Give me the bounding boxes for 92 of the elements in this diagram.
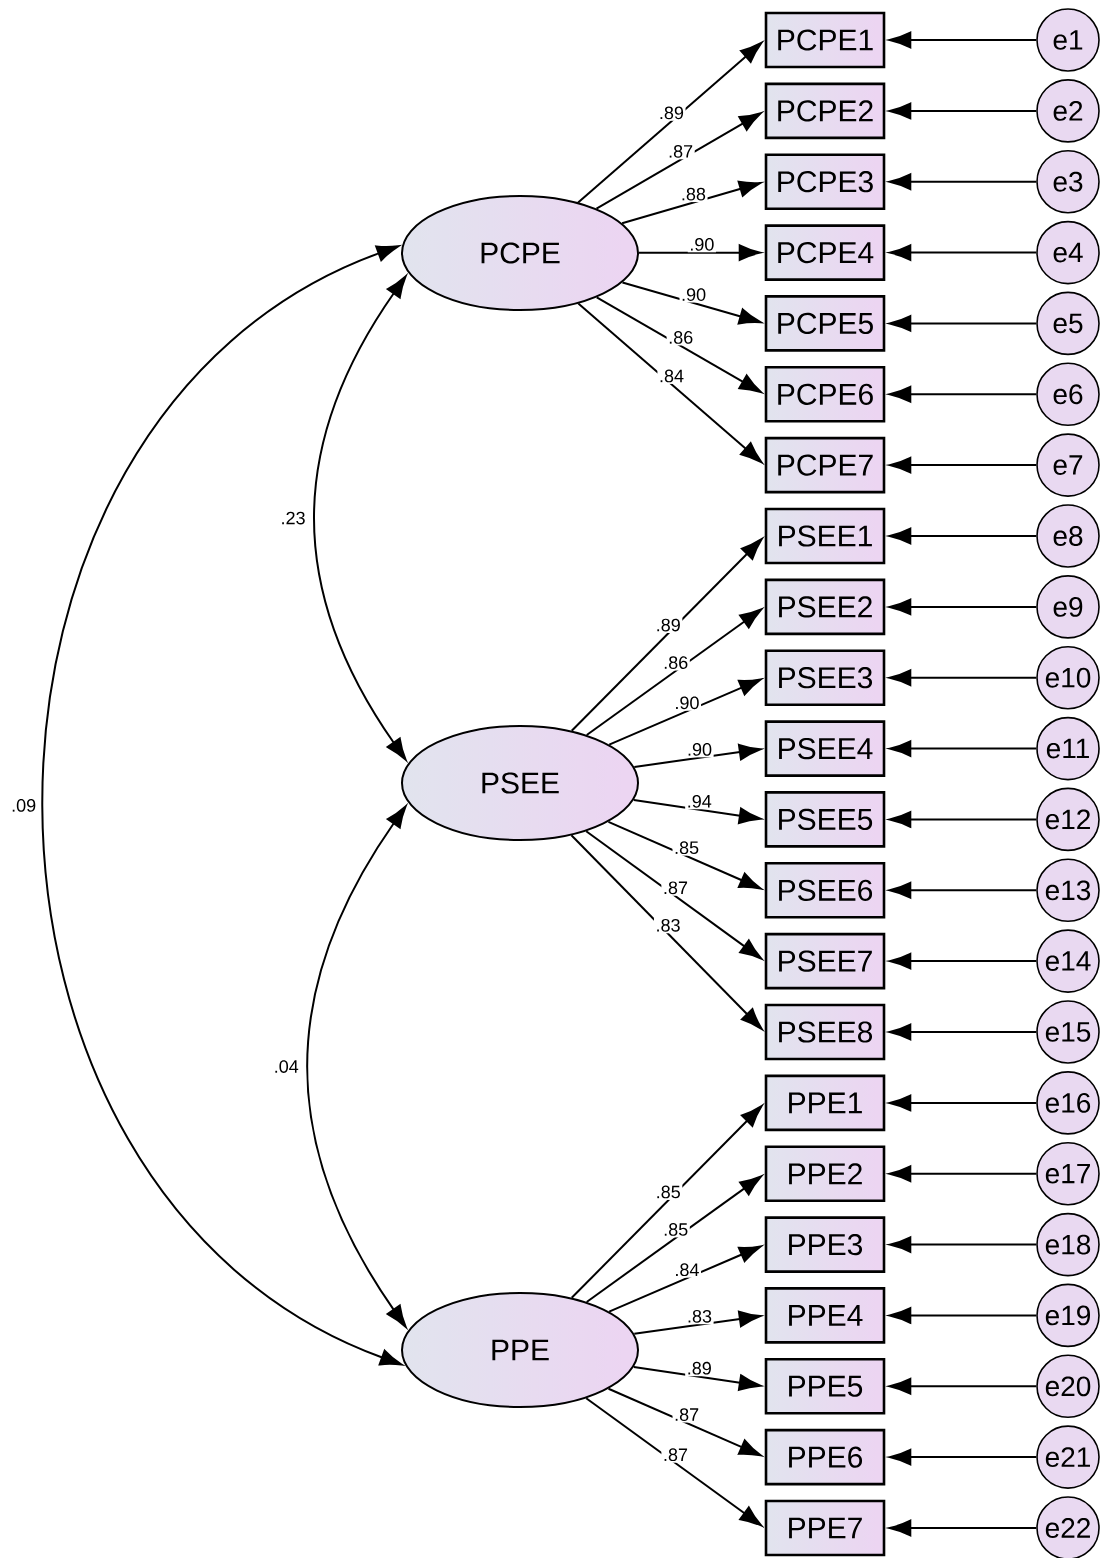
arrow <box>888 1236 1038 1253</box>
arrow <box>888 315 1038 332</box>
arrow <box>585 1397 763 1527</box>
indicator-box: PCPE4 <box>764 224 886 281</box>
arrow <box>888 598 1038 616</box>
edge-label: .87 <box>661 879 690 896</box>
edge-label: .89 <box>657 104 686 121</box>
arrow <box>888 1165 1038 1183</box>
edge-label: .90 <box>685 741 714 758</box>
edge-label: .87 <box>672 1406 701 1423</box>
indicator-box: PCPE1 <box>764 11 886 69</box>
edge-label: .89 <box>685 1360 714 1377</box>
edge-label: .87 <box>666 143 695 160</box>
arrow <box>888 244 1038 261</box>
indicator-box: PSEE2 <box>764 578 886 636</box>
edge-label: .86 <box>661 654 690 671</box>
arrow <box>632 1365 762 1391</box>
indicator-box: PCPE5 <box>764 295 886 352</box>
arrow <box>570 1105 763 1299</box>
arrow <box>585 1175 763 1303</box>
edge-label: .23 <box>278 510 308 526</box>
edge-label: .09 <box>9 797 38 814</box>
indicator-box: PCPE6 <box>764 366 886 423</box>
arrow <box>570 538 763 732</box>
arrow <box>632 798 762 824</box>
arrow <box>888 1519 1038 1537</box>
indicator-box: PSEE8 <box>764 1003 886 1061</box>
arrow <box>888 811 1038 828</box>
arrow <box>888 173 1038 191</box>
edge-label: .84 <box>672 1261 702 1278</box>
edge-label: .85 <box>654 1184 683 1200</box>
arrow <box>608 678 762 746</box>
arrow <box>585 608 763 736</box>
arrow <box>638 244 762 261</box>
arrow <box>888 31 1038 49</box>
arrow <box>607 820 762 890</box>
arrow <box>621 281 762 325</box>
edge-label: .89 <box>654 617 683 633</box>
edge-label: .84 <box>657 368 686 384</box>
indicator-box: PSEE4 <box>764 720 886 777</box>
arrow <box>888 527 1038 545</box>
arrow <box>577 41 763 204</box>
arrow <box>888 669 1038 687</box>
indicator-box: PCPE7 <box>764 436 886 494</box>
indicator-box: PSEE7 <box>764 932 886 990</box>
indicator-box: PSEE3 <box>764 649 886 706</box>
arrow <box>888 386 1038 403</box>
edge-label: .94 <box>685 793 714 810</box>
arrow <box>607 1387 762 1457</box>
edge-label: .88 <box>679 186 708 203</box>
arrow <box>888 456 1038 474</box>
edge-label: .90 <box>679 286 708 303</box>
indicator-box: PCPE3 <box>764 153 886 210</box>
edge-label: .86 <box>666 329 695 346</box>
edge-label: .87 <box>661 1446 690 1463</box>
arrow <box>570 834 763 1030</box>
arrow <box>888 1023 1038 1041</box>
arrow <box>41 245 403 1366</box>
indicator-box: PPE5 <box>764 1358 886 1415</box>
arrow <box>595 296 762 394</box>
edge-label: .04 <box>272 1058 301 1075</box>
indicator-box: PPE6 <box>764 1428 886 1486</box>
indicator-box: PPE3 <box>764 1216 886 1273</box>
indicator-box: PPE1 <box>764 1074 886 1132</box>
edge-label: .90 <box>672 694 702 711</box>
arrow <box>313 275 407 761</box>
arrow <box>633 743 762 768</box>
indicator-box: PPE7 <box>764 1499 886 1557</box>
arrow <box>888 952 1038 970</box>
arrow <box>608 1245 762 1313</box>
arrow <box>306 805 407 1328</box>
edge-label: .85 <box>661 1221 690 1238</box>
arrow <box>888 102 1038 120</box>
arrow <box>888 1307 1038 1324</box>
indicator-box: PSEE1 <box>764 507 886 565</box>
arrow <box>888 1448 1038 1466</box>
indicator-box: PCPE2 <box>764 82 886 140</box>
arrow <box>595 112 762 210</box>
arrow <box>585 830 763 960</box>
indicator-box: PPE4 <box>764 1287 886 1344</box>
edge-label: .85 <box>672 839 701 856</box>
arrow <box>888 1378 1038 1395</box>
arrow <box>888 1094 1038 1112</box>
arrow <box>888 882 1038 899</box>
arrow <box>888 740 1038 757</box>
arrow <box>621 180 762 225</box>
edge-label: .90 <box>687 236 716 253</box>
edge-label: .83 <box>653 917 683 934</box>
indicator-box: PSEE6 <box>764 862 886 919</box>
indicator-box: PPE2 <box>764 1145 886 1202</box>
arrow <box>577 302 763 464</box>
indicator-box: PSEE5 <box>764 791 886 848</box>
